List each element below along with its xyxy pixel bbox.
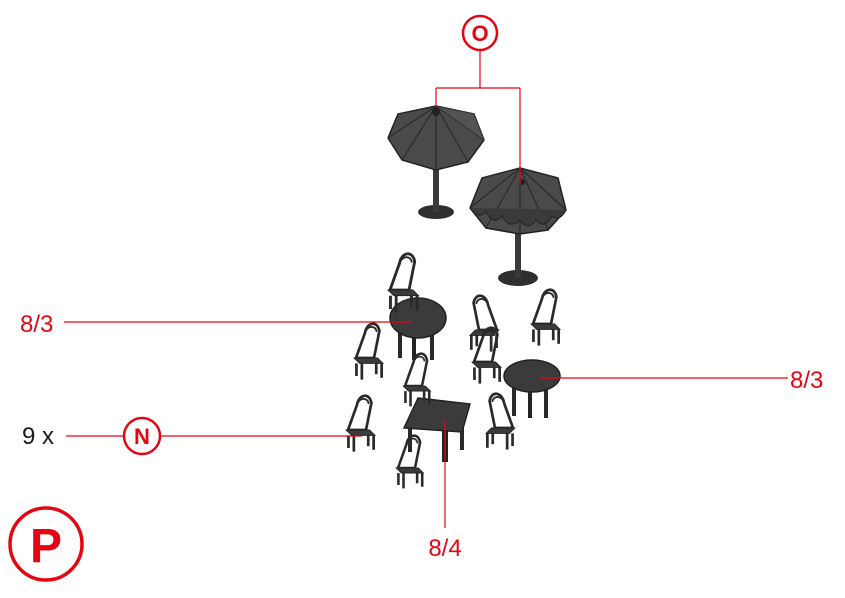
svg-text:O: O xyxy=(471,21,488,46)
label-square-table: 8/4 xyxy=(428,420,462,562)
round-table-left xyxy=(389,297,447,360)
callout-o: O xyxy=(435,14,521,184)
svg-text:8/4: 8/4 xyxy=(428,535,461,562)
label-chairs: 9 x N xyxy=(22,416,362,456)
chair xyxy=(344,394,377,453)
svg-text:N: N xyxy=(134,424,150,449)
label-round-table-left: 8/3 xyxy=(20,311,412,338)
svg-text:8/3: 8/3 xyxy=(790,367,823,394)
callout-p: P xyxy=(8,506,84,582)
square-table xyxy=(402,397,471,462)
chair xyxy=(352,322,385,381)
chair xyxy=(484,392,517,451)
label-round-table-right: 8/3 xyxy=(540,367,823,394)
svg-text:P: P xyxy=(30,520,62,573)
chair xyxy=(529,288,562,347)
parasol-left xyxy=(387,105,485,219)
parasol-right xyxy=(469,167,567,286)
svg-text:9 x: 9 x xyxy=(22,423,54,450)
svg-text:8/3: 8/3 xyxy=(20,311,53,338)
round-table-right xyxy=(503,359,561,418)
